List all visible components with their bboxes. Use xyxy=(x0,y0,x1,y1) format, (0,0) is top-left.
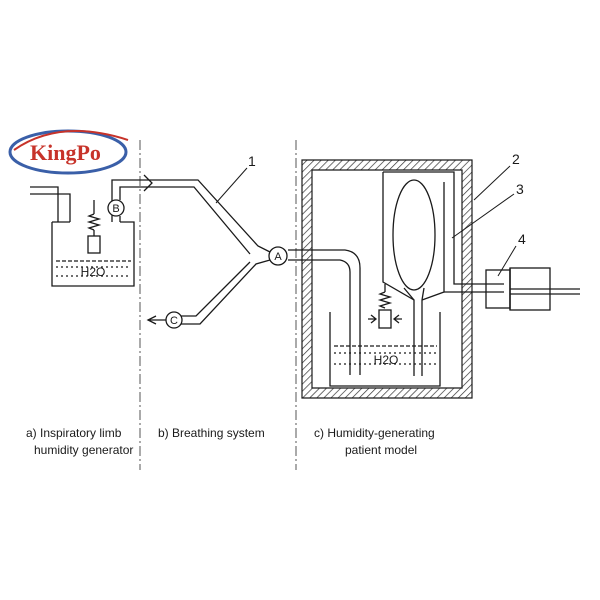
caption-a-line1: a) Inspiratory limb xyxy=(26,426,122,440)
node-b-label: B xyxy=(112,203,119,215)
patient-model xyxy=(301,159,580,399)
node-b: B xyxy=(107,199,125,217)
water-label-c: H2O xyxy=(374,353,399,367)
callout-4: 4 xyxy=(518,231,526,247)
caption-a-line2: humidity generator xyxy=(34,443,133,457)
node-a-label: A xyxy=(274,251,282,263)
node-c-label: C xyxy=(170,315,178,327)
humidity-generator xyxy=(30,179,150,287)
water-label-a: H2O xyxy=(81,265,106,279)
callout-3: 3 xyxy=(516,181,524,197)
breathing-system xyxy=(143,167,361,330)
node-a: A xyxy=(268,246,288,266)
caption-c-line2: patient model xyxy=(345,443,417,457)
callout-2: 2 xyxy=(512,151,520,167)
callout-1: 1 xyxy=(248,153,256,169)
water-label-c-text: H2O xyxy=(374,353,399,367)
kingpo-logo: KingPo xyxy=(8,129,129,175)
caption-c-line1: c) Humidity-generating xyxy=(314,426,435,440)
node-c: C xyxy=(165,311,183,329)
logo-text: KingPo xyxy=(30,140,101,165)
water-label-a-text: H2O xyxy=(81,265,106,279)
caption-b-line1: b) Breathing system xyxy=(158,426,265,440)
